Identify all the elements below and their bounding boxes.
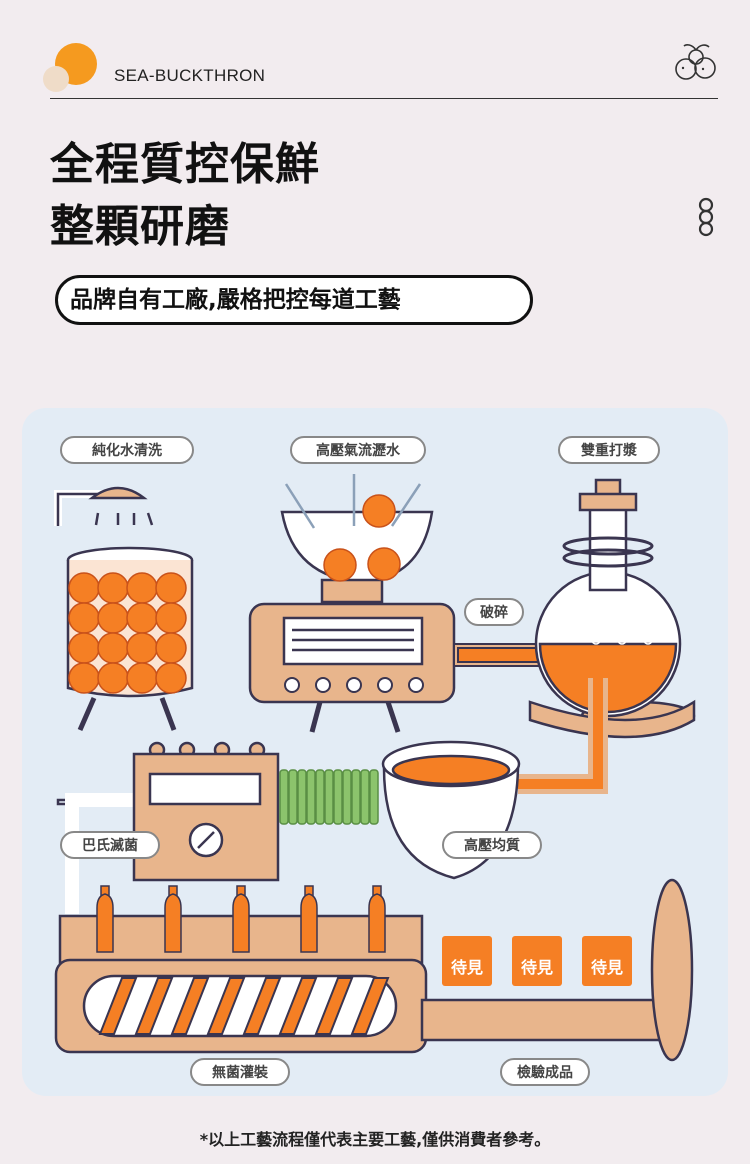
orange-fruits — [68, 572, 187, 694]
drain-machine-knobs — [284, 677, 424, 693]
bellows-fold — [324, 769, 334, 825]
orange-fruit — [155, 602, 187, 634]
bellows-fold — [279, 769, 289, 825]
orange-fruit — [126, 632, 158, 664]
flask-pipe — [518, 678, 608, 794]
berry-cluster-icon — [675, 44, 716, 80]
process-panel: 純化水清洗 高壓氣流瀝水 雙重打漿 破碎 巴氏滅菌 高壓均質 無菌灌裝 檢驗成品… — [22, 408, 728, 1096]
orange-fruit — [155, 572, 187, 604]
belt-stripe — [170, 977, 210, 1035]
bottle — [164, 893, 182, 953]
bottle — [368, 893, 386, 953]
orange-fruit — [126, 602, 158, 634]
beating-flask — [528, 478, 696, 739]
green-bellows — [279, 769, 379, 825]
waiting-box: 待見 — [512, 936, 562, 986]
factory-illustration — [54, 474, 696, 1062]
subtitle-pill: 品牌自有工廠,嚴格把控每道工藝 — [55, 275, 533, 325]
chain-rings-icon — [698, 197, 714, 237]
bellows-fold — [333, 769, 343, 825]
belt-stripe — [206, 977, 246, 1035]
header-divider — [50, 98, 718, 99]
belt-stripe — [242, 977, 282, 1035]
waiting-box: 待見 — [582, 936, 632, 986]
pasteurizer-machine — [56, 741, 280, 914]
bellows-fold — [288, 769, 298, 825]
shower-icon — [54, 486, 154, 526]
bottle — [96, 893, 114, 953]
waiting-box: 待見 — [442, 936, 492, 986]
bottle — [300, 893, 318, 953]
bottle — [232, 893, 250, 953]
orange-fruit — [97, 572, 129, 604]
label-drain: 高壓氣流瀝水 — [290, 436, 426, 464]
bellows-fold — [306, 769, 316, 825]
orange-fruit — [97, 662, 129, 694]
label-wash: 純化水清洗 — [60, 436, 194, 464]
bellows-fold — [351, 769, 361, 825]
orange-fruit — [155, 662, 187, 694]
orange-fruit — [155, 632, 187, 664]
orange-fruit — [68, 632, 100, 664]
brand-name: SEA-BUCKTHRON — [114, 66, 266, 85]
orange-fruit — [126, 662, 158, 694]
bellows-fold — [315, 769, 325, 825]
brand-logo-small — [43, 66, 69, 92]
footer-note: *以上工藝流程僅代表主要工藝,僅供消費者參考。 — [199, 1130, 551, 1149]
drain-oranges — [323, 494, 401, 582]
orange-fruit — [68, 662, 100, 694]
label-beat: 雙重打漿 — [558, 436, 660, 464]
belt-stripe — [278, 977, 318, 1035]
label-homogenize: 高壓均質 — [442, 831, 542, 859]
title-line-1: 全程質控保鮮 — [50, 139, 320, 190]
bellows-fold — [369, 769, 379, 825]
orange-fruit — [126, 572, 158, 604]
drain-machine — [248, 474, 456, 733]
label-fill: 無菌灌裝 — [190, 1058, 290, 1086]
orange-fruit — [68, 602, 100, 634]
bellows-fold — [297, 769, 307, 825]
orange-fruit — [97, 632, 129, 664]
conveyor-end-disc — [650, 878, 694, 1062]
belt-stripe — [314, 977, 354, 1035]
belt-stripe — [98, 977, 138, 1035]
juice-bottles — [96, 885, 386, 953]
bellows-fold — [360, 769, 370, 825]
label-crush: 破碎 — [464, 598, 524, 626]
title-line-2: 整顆研磨 — [50, 201, 230, 252]
label-inspect: 檢驗成品 — [500, 1058, 590, 1086]
bellows-fold — [342, 769, 352, 825]
flask-bubbles — [569, 629, 653, 645]
orange-fruit — [97, 602, 129, 634]
orange-fruit — [68, 572, 100, 604]
conveyor-belt-stripes — [98, 977, 390, 1035]
belt-stripe — [134, 977, 174, 1035]
label-pasteurize: 巴氏滅菌 — [60, 831, 160, 859]
belt-stripe — [350, 977, 390, 1035]
